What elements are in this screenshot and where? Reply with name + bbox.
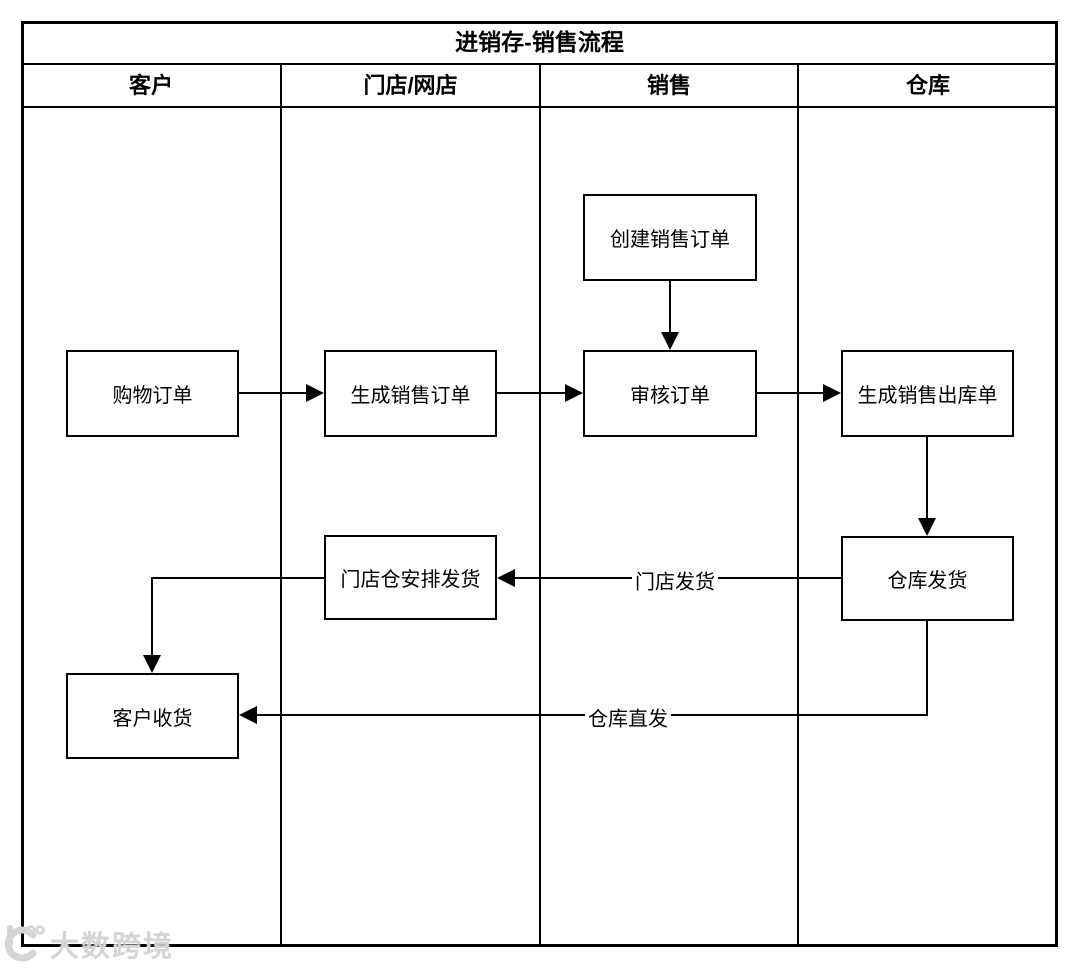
arrow-generate-to-review — [497, 384, 583, 402]
lane-header-store: 门店/网店 — [363, 73, 458, 98]
node-warehouse-ship: 仓库发货 — [841, 536, 1014, 621]
arrow-create-to-review — [661, 281, 679, 350]
edge-label-warehouse-direct: 仓库直发 — [585, 702, 671, 732]
lane-header-customer: 客户 — [128, 73, 173, 98]
arrow-shopping-to-generate — [239, 384, 324, 402]
node-create-sales-order: 创建销售订单 — [583, 194, 757, 281]
node-review-order: 审核订单 — [583, 350, 757, 437]
node-store-arrange-ship: 门店仓安排发货 — [324, 535, 497, 620]
arrow-storearrange-to-receive — [143, 577, 324, 673]
node-generate-sales-outbound: 生成销售出库单 — [841, 350, 1014, 437]
node-shopping-order: 购物订单 — [66, 350, 239, 437]
lane-header-warehouse: 仓库 — [905, 73, 950, 98]
node-customer-receive: 客户收货 — [66, 673, 239, 759]
lane-header-sales: 销售 — [646, 73, 691, 98]
diagram-title: 进销存-销售流程 — [455, 29, 624, 55]
arrow-outbound-to-warehouseship — [918, 437, 936, 536]
edge-label-store-delivery: 门店发货 — [632, 565, 718, 595]
node-generate-sales-order: 生成销售订单 — [324, 350, 497, 437]
arrow-warehouseship-to-receive — [239, 621, 928, 724]
arrow-review-to-outbound — [757, 384, 841, 402]
